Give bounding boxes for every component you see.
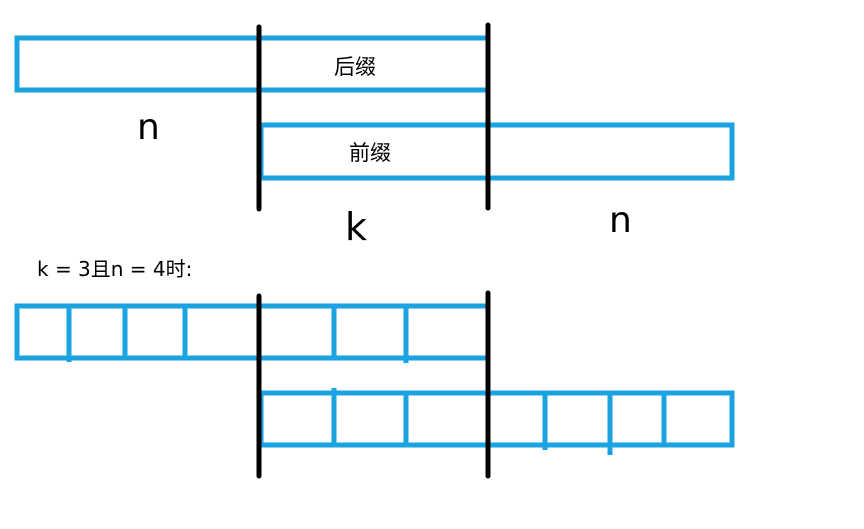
prefix-label: 前缀	[349, 141, 391, 165]
example-note: k = 3且n = 4时:	[37, 257, 193, 281]
lower-string-bar	[258, 122, 735, 181]
n-right-label: n	[609, 200, 632, 241]
upper-string-bar	[14, 35, 491, 93]
n-left-label: n	[137, 107, 160, 148]
suffix-label: 后缀	[334, 55, 376, 79]
upper-cells-bar	[14, 303, 491, 361]
k-label: k	[345, 205, 368, 249]
